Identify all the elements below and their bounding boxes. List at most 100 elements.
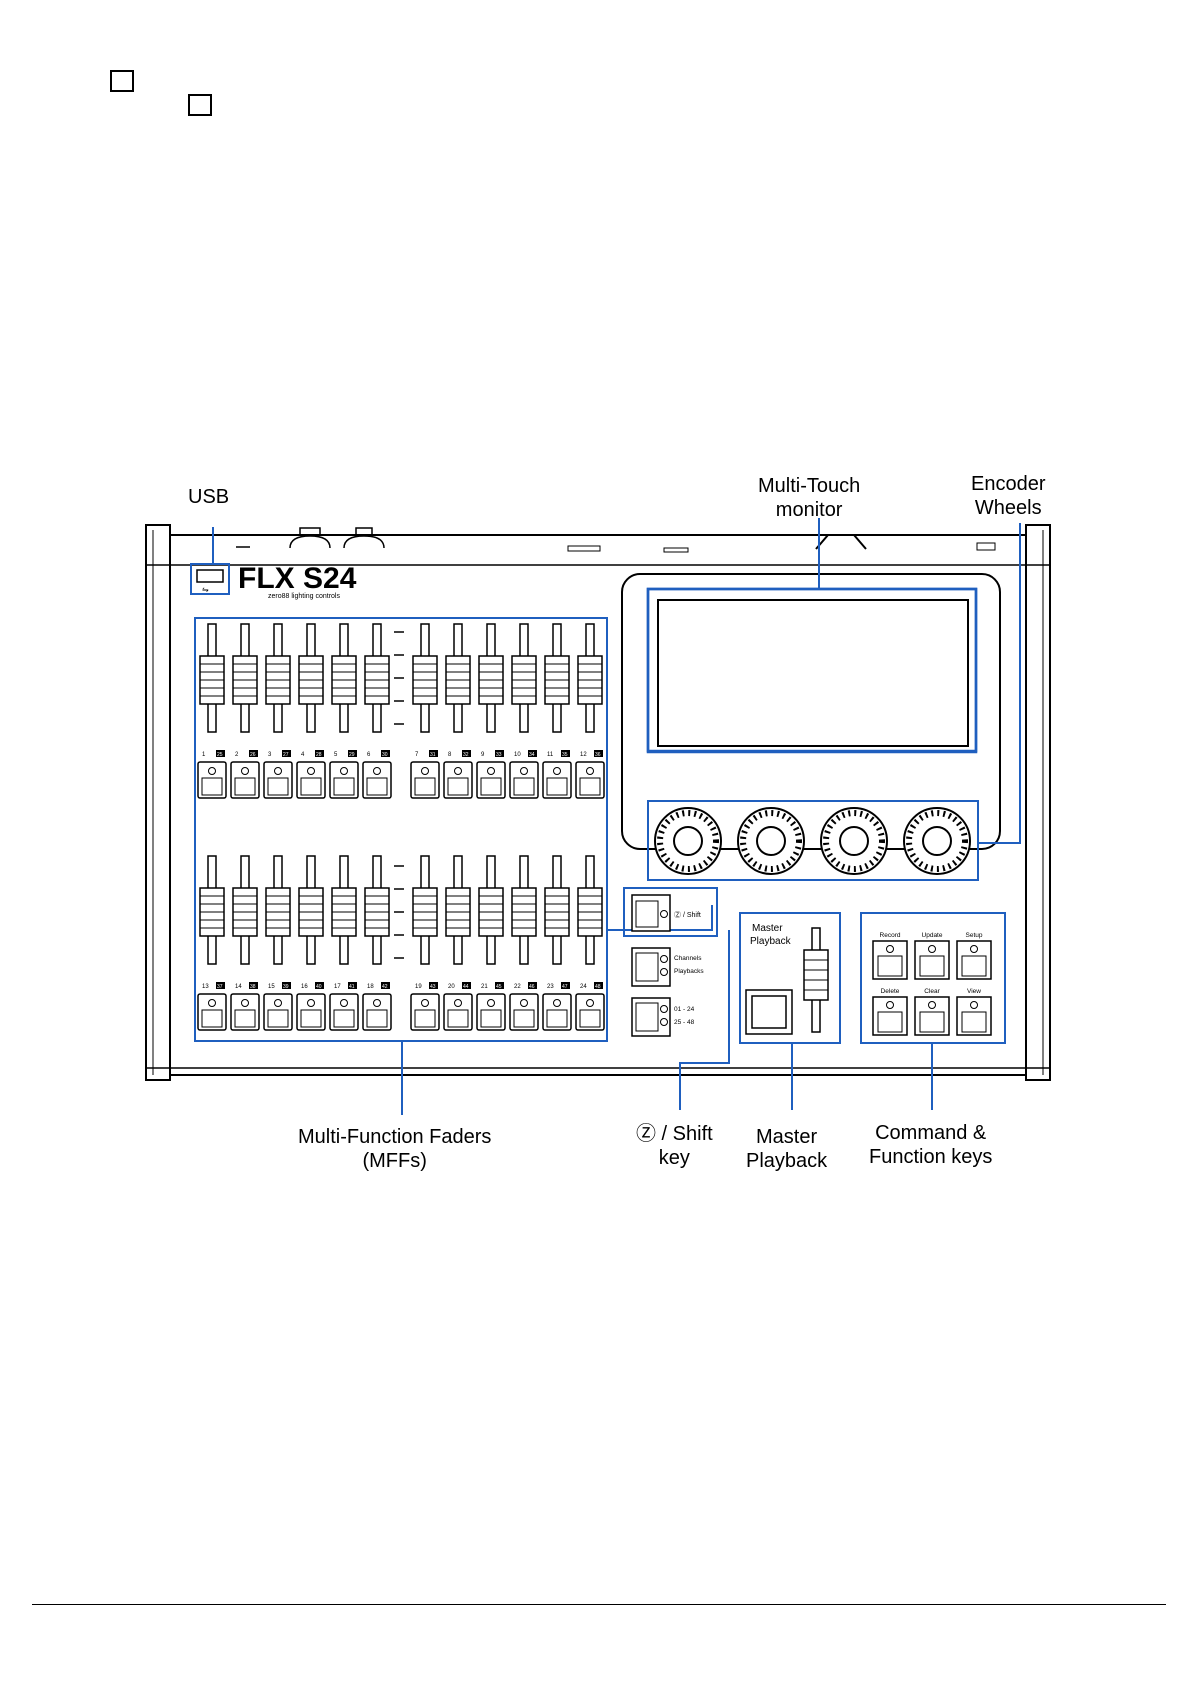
mff-bottom-alt-badge bbox=[315, 982, 324, 989]
mff-bottom-key-18[interactable] bbox=[362, 993, 392, 1031]
command-key-view[interactable] bbox=[956, 996, 992, 1036]
mff-bottom-fader-number: 17 bbox=[334, 984, 341, 990]
encoder-wheel-2[interactable] bbox=[738, 808, 804, 874]
encoder-wheel-3[interactable] bbox=[821, 808, 887, 874]
mff-bottom-fader-number: 20 bbox=[448, 984, 455, 990]
mff-top-alt-number: 35 bbox=[562, 752, 568, 758]
mff-top-key-5[interactable] bbox=[329, 761, 359, 799]
mff-top-key-11[interactable] bbox=[542, 761, 572, 799]
callout-usb: USB bbox=[188, 485, 229, 509]
mff-top-key-9[interactable] bbox=[476, 761, 506, 799]
mff-top-alt-badge bbox=[249, 750, 258, 757]
mff-bottom-key-22[interactable] bbox=[509, 993, 539, 1031]
usb-port-highlight bbox=[190, 563, 230, 595]
mff-bottom-alt-badge bbox=[249, 982, 258, 989]
mff-top-alt-number: 31 bbox=[430, 752, 436, 758]
mff-bottom-key-23[interactable] bbox=[542, 993, 572, 1031]
mff-top-fader-number: 8 bbox=[448, 752, 452, 758]
callout-mffs: Multi-Function Faders (MFFs) bbox=[298, 1125, 491, 1173]
mff-bottom-fader-number: 13 bbox=[202, 984, 209, 990]
mff-top-fader-number: 9 bbox=[481, 752, 485, 758]
channels-playbacks-key[interactable] bbox=[631, 947, 671, 987]
mff-bottom-key-13[interactable] bbox=[197, 993, 227, 1031]
mff-top-alt-number: 36 bbox=[595, 752, 601, 758]
encoder-highlight bbox=[647, 800, 979, 881]
callout-monitor-line1: Multi-Touch bbox=[758, 475, 861, 497]
mff-top-alt-badge bbox=[315, 750, 324, 757]
mff-top-alt-number: 28 bbox=[316, 752, 322, 758]
mff-bottom-key-15[interactable] bbox=[263, 993, 293, 1031]
callout-command-line2: Function keys bbox=[869, 1146, 993, 1168]
mff-top-alt-number: 33 bbox=[496, 752, 502, 758]
mff-top-fader-number: 6 bbox=[367, 752, 371, 758]
callout-usb-text: USB bbox=[188, 486, 230, 508]
mff-top-alt-badge bbox=[495, 750, 504, 757]
command-key-label: Update bbox=[922, 932, 943, 939]
callout-encoders: Encoder Wheels bbox=[971, 472, 1046, 520]
mff-top-alt-number: 32 bbox=[463, 752, 469, 758]
mff-top-key-1[interactable] bbox=[197, 761, 227, 799]
command-key-label: Record bbox=[880, 932, 901, 939]
mff-top-alt-badge bbox=[216, 750, 225, 757]
mff-top-key-3[interactable] bbox=[263, 761, 293, 799]
mff-bottom-key-19[interactable] bbox=[410, 993, 440, 1031]
mff-top-alt-number: 34 bbox=[529, 752, 535, 758]
mff-top-fader-number: 7 bbox=[415, 752, 419, 758]
mff-bottom-key-17[interactable] bbox=[329, 993, 359, 1031]
mff-bottom-fader-number: 24 bbox=[580, 984, 587, 990]
usb-port bbox=[196, 569, 224, 583]
mff-top-fader-number: 11 bbox=[547, 752, 554, 758]
callout-command: Command & Function keys bbox=[869, 1121, 992, 1169]
command-key-setup[interactable] bbox=[956, 940, 992, 980]
encoder-wheel-4[interactable] bbox=[904, 808, 970, 874]
mff-top-key-8[interactable] bbox=[443, 761, 473, 799]
command-key-delete[interactable] bbox=[872, 996, 908, 1036]
mff-top-alt-badge bbox=[348, 750, 357, 757]
page-select-key[interactable] bbox=[631, 997, 671, 1037]
mff-bottom-alt-badge bbox=[381, 982, 390, 989]
encoder-wheel-1[interactable] bbox=[655, 808, 721, 874]
mff-top-key-2[interactable] bbox=[230, 761, 260, 799]
mff-bottom-fader-number: 23 bbox=[547, 984, 554, 990]
mff-top-alt-badge bbox=[282, 750, 291, 757]
mff-bottom-alt-number: 47 bbox=[562, 984, 568, 990]
callout-shift: Ⓩ / Shift key bbox=[636, 1122, 713, 1170]
shift-key-label: Ⓩ / Shift bbox=[674, 911, 701, 919]
mff-top-alt-number: 29 bbox=[349, 752, 355, 758]
callout-monitor-line2: monitor bbox=[775, 499, 843, 521]
shift-key[interactable] bbox=[631, 894, 671, 932]
mff-bottom-key-20[interactable] bbox=[443, 993, 473, 1031]
mff-bottom-alt-badge bbox=[561, 982, 570, 989]
mff-bottom-key-16[interactable] bbox=[296, 993, 326, 1031]
callout-leaders bbox=[212, 518, 1021, 1115]
page-a-label: 01 - 24 bbox=[674, 1006, 695, 1013]
master-go-key[interactable] bbox=[745, 989, 793, 1035]
mff-top-key-12[interactable] bbox=[575, 761, 605, 799]
master-fader[interactable] bbox=[803, 927, 829, 1033]
mff-top-key-6[interactable] bbox=[362, 761, 392, 799]
mff-bottom-key-21[interactable] bbox=[476, 993, 506, 1031]
checkbox-2[interactable] bbox=[188, 94, 212, 116]
command-key-clear[interactable] bbox=[914, 996, 950, 1036]
mff-top-alt-number: 25 bbox=[217, 752, 223, 758]
mff-top-alt-badge bbox=[462, 750, 471, 757]
mff-top-alt-number: 30 bbox=[382, 752, 388, 758]
mff-top-alt-badge bbox=[528, 750, 537, 757]
mff-bottom-key-24[interactable] bbox=[575, 993, 605, 1031]
mff-bottom-key-14[interactable] bbox=[230, 993, 260, 1031]
mff-bottom-fader-number: 19 bbox=[415, 984, 422, 990]
mff-bottom-fader-number: 21 bbox=[481, 984, 488, 990]
mff-top-alt-number: 27 bbox=[283, 752, 289, 758]
channels-label: Channels bbox=[674, 955, 702, 962]
command-key-update[interactable] bbox=[914, 940, 950, 980]
mff-top-key-10[interactable] bbox=[509, 761, 539, 799]
mff-top-key-7[interactable] bbox=[410, 761, 440, 799]
checkbox-1[interactable] bbox=[110, 70, 134, 92]
mff-bottom-alt-badge bbox=[348, 982, 357, 989]
mff-bottom-alt-number: 42 bbox=[382, 984, 388, 990]
mff-bottom-alt-number: 44 bbox=[463, 984, 469, 990]
command-key-record[interactable] bbox=[872, 940, 908, 980]
mff-top-key-4[interactable] bbox=[296, 761, 326, 799]
callout-master-line1: Master bbox=[756, 1126, 818, 1148]
